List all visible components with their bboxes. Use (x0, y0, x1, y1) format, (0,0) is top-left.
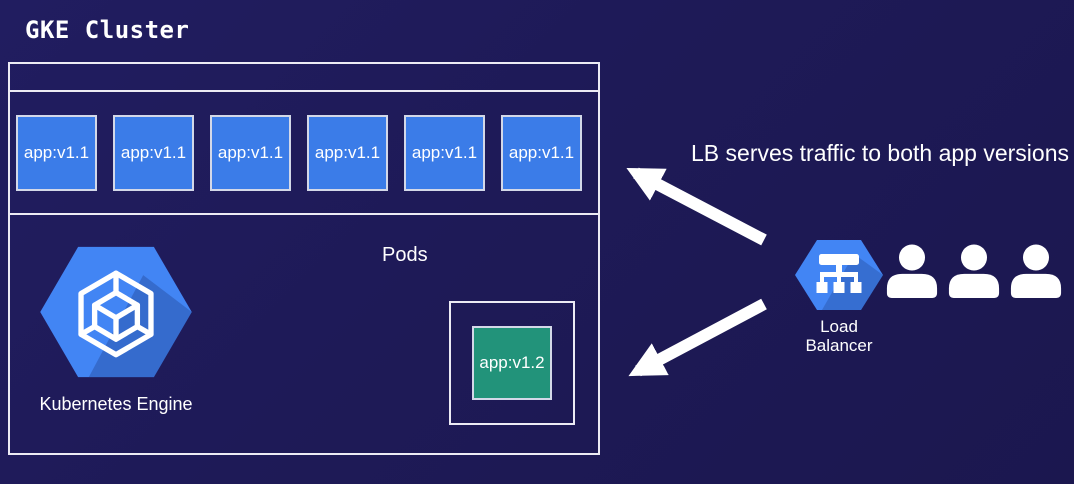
load-balancer: Load Balancer (779, 238, 899, 355)
pod-v1-1: app:v1.1 (501, 115, 582, 191)
load-balancer-icon (795, 240, 883, 310)
user-icon (948, 244, 1000, 298)
cluster-section-divider (10, 213, 598, 215)
page-title: GKE Cluster (25, 16, 190, 44)
cluster-header-divider (10, 90, 598, 92)
pod-v1-1: app:v1.1 (16, 115, 97, 191)
pod-v1-2: app:v1.2 (472, 326, 552, 400)
pod-v1-1: app:v1.1 (210, 115, 291, 191)
arrow-lb-to-v2-pod (628, 298, 767, 377)
v1-pods-row: app:v1.1 app:v1.1 app:v1.1 app:v1.1 app:… (16, 115, 582, 191)
user-icon (1010, 244, 1062, 298)
pod-v1-1: app:v1.1 (113, 115, 194, 191)
kubernetes-engine-label: Kubernetes Engine (39, 394, 193, 414)
v2-pod-box: app:v1.2 (449, 301, 575, 425)
gke-cluster-box: app:v1.1 app:v1.1 app:v1.1 app:v1.1 app:… (8, 62, 600, 455)
arrow-lb-to-v1-pods (626, 167, 767, 246)
pod-v1-1: app:v1.1 (404, 115, 485, 191)
kubernetes-engine-icon (40, 246, 192, 378)
lb-annotation: LB serves traffic to both app versions (691, 140, 1069, 166)
user-icon (886, 244, 938, 298)
users-group (886, 244, 1062, 298)
load-balancer-label: Load Balancer (805, 317, 873, 355)
pods-label: Pods (382, 244, 428, 266)
pod-v1-1: app:v1.1 (307, 115, 388, 191)
